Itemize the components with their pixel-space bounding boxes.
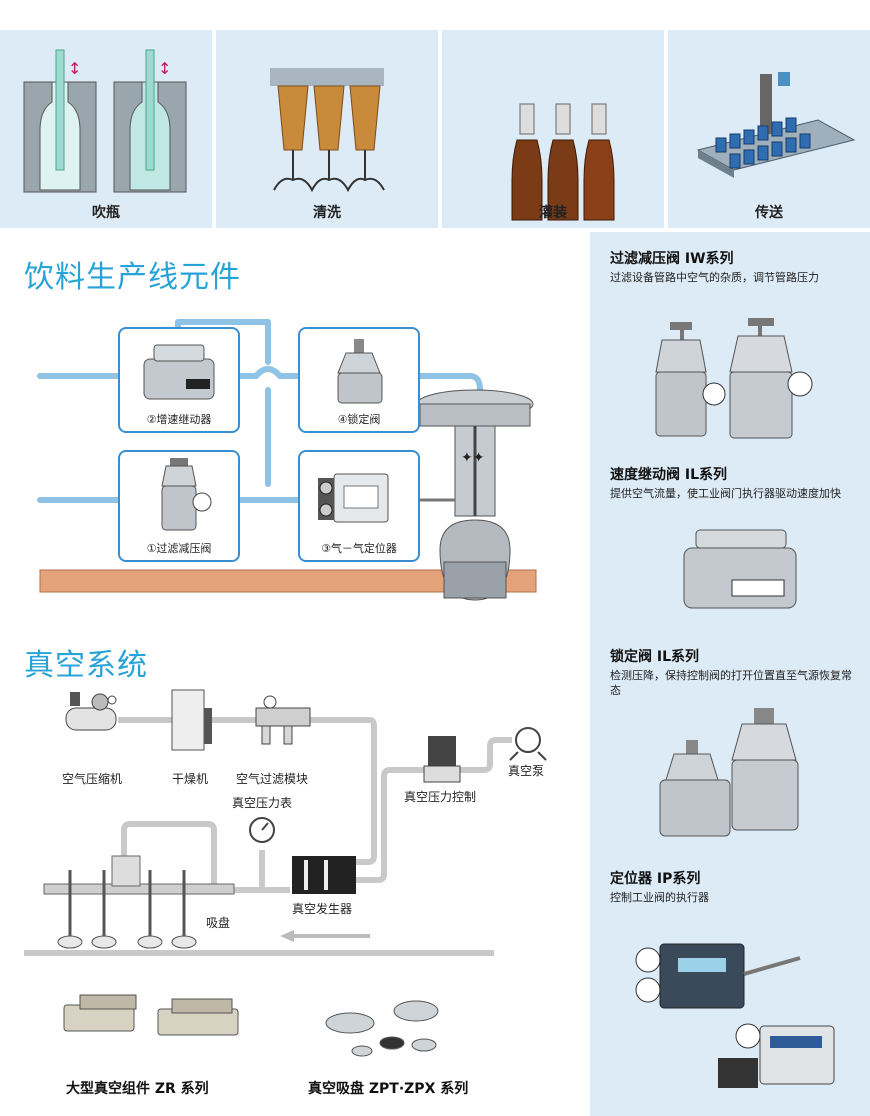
label-filter-module: 空气过滤模块 xyxy=(236,772,309,786)
product-desc: 检测压降，保持控制阀的打开位置直至气源恢复常态 xyxy=(610,669,852,697)
panel-label: 吹瓶 xyxy=(92,205,120,221)
label-dryer: 干燥机 xyxy=(172,772,209,786)
component-label: ③气－气定位器 xyxy=(321,542,397,555)
product-title: 定位器 IP系列 xyxy=(610,871,701,887)
blow-molding-illustration: ↕ ↕ xyxy=(23,49,187,193)
label-suction-cup: 吸盘 xyxy=(206,916,231,930)
section-title-vacuum: 真空系统 xyxy=(24,648,148,683)
product-desc: 控制工业阀的执行器 xyxy=(610,891,709,904)
product-desc: 提供空气流量，使工业阀门执行器驱动速度加快 xyxy=(610,487,841,500)
product-sidebar: 过滤减压阀 IW系列 过滤设备管路中空气的杂质，调节管路压力 速度继动阀 IL系… xyxy=(590,232,870,1116)
component-label: ①过滤减压阀 xyxy=(146,542,212,555)
lock-valve-product-image xyxy=(659,708,799,837)
svg-text:↕: ↕ xyxy=(68,59,81,78)
washing-illustration xyxy=(270,68,385,193)
product-title: 过滤减压阀 IW系列 xyxy=(610,251,734,267)
label-vacuum-control: 真空压力控制 xyxy=(404,790,477,804)
panel-blow-molding: ↕ ↕ 吹瓶 xyxy=(0,30,212,228)
lock-valve-icon xyxy=(337,339,383,404)
panel-label: 清洗 xyxy=(313,205,341,221)
positioner-icon xyxy=(318,473,389,523)
product-title: 速度继动阀 IL系列 xyxy=(610,467,728,483)
product-desc: 过滤设备管路中空气的杂质，调节管路压力 xyxy=(610,271,819,284)
component-box-filter-regulator: ①过滤减压阀 xyxy=(118,450,240,562)
svg-text:✦✦: ✦✦ xyxy=(461,450,485,466)
conveyor-illustration xyxy=(696,72,856,178)
component-box-lock-valve: ④锁定阀 xyxy=(298,327,420,433)
component-label: ②增速继动器 xyxy=(146,413,212,426)
component-box-booster: ②增速继动器 xyxy=(118,327,240,433)
component-label: ④锁定阀 xyxy=(337,413,381,426)
booster-relay-icon xyxy=(143,344,215,400)
pipeline-diagram: ✦✦ xyxy=(37,319,537,601)
bottom-products-illustration xyxy=(63,994,439,1057)
bottom-caption-zpt: 真空吸盘 ZPT·ZPX 系列 xyxy=(308,1081,469,1097)
positioner-product-image xyxy=(635,943,835,1088)
bottom-caption-zr: 大型真空组件 ZR 系列 xyxy=(66,1081,209,1097)
label-gauge: 真空压力表 xyxy=(232,796,293,810)
label-vacuum-pump: 真空泵 xyxy=(508,764,545,778)
panel-filling: 灌装 xyxy=(442,30,664,228)
filling-illustration xyxy=(511,103,615,221)
product-title: 锁定阀 IL系列 xyxy=(610,649,700,665)
panel-label: 传送 xyxy=(755,205,783,221)
section-title-beverage: 饮料生产线元件 xyxy=(24,260,241,295)
vacuum-diagram xyxy=(24,689,547,956)
booster-relay-product-image xyxy=(683,529,797,609)
label-vacuum-generator: 真空发生器 xyxy=(292,902,353,916)
filter-regulator-icon xyxy=(161,458,212,531)
panel-conveyor: 传送 xyxy=(668,30,870,228)
panel-label: 灌装 xyxy=(539,205,567,221)
label-compressor: 空气压缩机 xyxy=(62,772,123,786)
component-box-positioner: ③气－气定位器 xyxy=(298,450,420,562)
panel-washing: 清洗 xyxy=(216,30,438,228)
filter-regulator-product-image xyxy=(655,318,813,439)
svg-text:↕: ↕ xyxy=(158,59,171,78)
